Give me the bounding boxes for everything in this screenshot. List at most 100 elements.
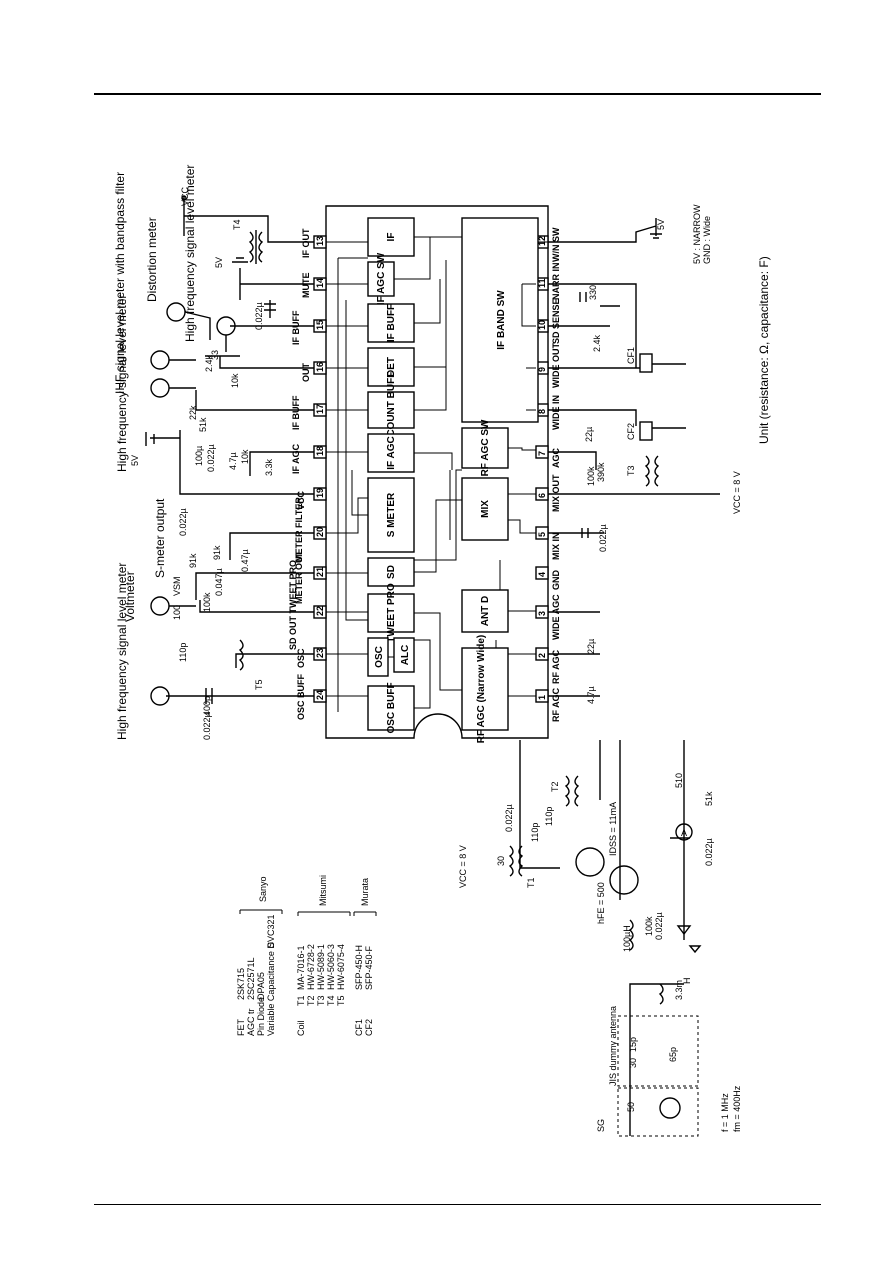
agc-line — [548, 451, 597, 470]
c-22u-agc-label: 22µ — [584, 427, 594, 442]
svg-text:OSC BUFF: OSC BUFF — [386, 682, 397, 733]
top-side-network: VCC T4 5V 0.022µ 2.4k 10k 33 22k 51k 5V … — [113, 165, 314, 740]
block-osc-buff: OSC BUFF — [367, 682, 415, 734]
parts-agc-tr-part: 2SC2571L — [246, 957, 256, 1000]
l-33m-symbol — [658, 983, 664, 1005]
c-47u-label: 4.7µ — [228, 452, 238, 470]
svg-text:20: 20 — [315, 527, 325, 537]
c-33-label: 33 — [210, 350, 220, 360]
r-100-label: 100 — [172, 605, 182, 620]
rf-front-end: T1 T2 hFE = 500 IDSS = 11mA VCC = 8 V 30… — [458, 740, 742, 1137]
svg-text:WIDE OUT: WIDE OUT — [551, 343, 561, 388]
ifagc-battery — [145, 432, 155, 446]
t4-label: T4 — [232, 219, 242, 230]
c-47u-rf-label: 4.7µ — [586, 686, 596, 704]
block-if-agc: IF AGC — [367, 433, 415, 473]
svg-text:S METER: S METER — [386, 492, 397, 537]
svg-text:VCC: VCC — [296, 490, 306, 510]
block-mix: MIX — [461, 477, 509, 541]
r-22k-label: 22k — [188, 405, 198, 420]
svg-text:IF AGC: IF AGC — [386, 436, 397, 470]
parts-pin-diode-label: Pin Diode — [256, 997, 266, 1036]
parts-coil-part-2: HW-6728-2 — [306, 944, 316, 990]
bottom-side-network: 5V 5V : NARROW GND : Wide 330 2.4k CF1 C… — [548, 204, 771, 704]
c-0022-mute-label: 0.022µ — [254, 302, 264, 330]
pin-diode-symbols — [676, 925, 702, 954]
v5-sw-label: 5V — [656, 219, 666, 230]
jis-dummy-label: JIS dummy antenna — [608, 1006, 618, 1086]
meter-hf-osc-symbol — [150, 686, 170, 706]
parts-coil-part-3: HW-5089-1 — [316, 944, 326, 990]
ic-internal-wiring — [326, 236, 548, 712]
fe-c-0022-label: 0.022µ — [504, 804, 514, 832]
t3-label: T3 — [626, 465, 636, 476]
parts-maker-murata: Murata — [360, 878, 370, 906]
c-047-label: 0.47µ — [240, 549, 250, 572]
wn-sw-line — [548, 218, 662, 243]
sanyo-bracket — [239, 909, 283, 914]
parts-list: FET 2SK715 AGC tr 2SC2571L Pin Diode DPA… — [236, 875, 377, 1036]
svg-text:MUTE: MUTE — [301, 273, 311, 299]
svg-text:12: 12 — [537, 236, 547, 246]
r-10k-b-label: 10k — [240, 449, 250, 464]
parts-varicap-label: Variable Capacitance D — [266, 942, 276, 1036]
caption-hf-meter-osc: High frequency signal level meter — [115, 563, 129, 740]
parts-fet-part: 2SK715 — [236, 968, 246, 1000]
block-ant-d: ANT D — [461, 589, 509, 633]
l-100uh-symbol — [628, 919, 634, 951]
r-51k-label: 51k — [198, 417, 208, 432]
parts-cf1-part: SFP-450-H — [354, 945, 364, 990]
fe-vcc-8v-label: VCC = 8 V — [458, 845, 468, 888]
block-rf-agc-sw: RF AGC SW — [461, 419, 509, 476]
cf2-symbol — [639, 421, 653, 441]
c-110p-label: 110p — [178, 643, 188, 662]
caption-hf-meter-ifbuff2: High frequency signal level meter — [183, 165, 197, 342]
r-10k-a-label: 10k — [230, 373, 240, 388]
hfe-label: hFE = 500 — [596, 882, 606, 924]
c-0047-label: 0.047µ — [214, 568, 224, 596]
t1-label: T1 — [526, 877, 536, 888]
signal-generator-symbol — [659, 1097, 681, 1119]
parts-coil-ref-2: T2 — [306, 995, 316, 1006]
footer-rule — [94, 1204, 821, 1205]
svg-text:IF AGC SW: IF AGC SW — [376, 252, 387, 305]
if-buff-line-2 — [195, 390, 314, 411]
osc-buff-cap — [205, 688, 213, 704]
out-line — [205, 355, 314, 369]
svg-text:OSC: OSC — [296, 648, 306, 668]
sd-out-line — [199, 600, 314, 613]
svg-text:1: 1 — [537, 695, 547, 700]
block-if-buff: IF BUFF — [367, 303, 415, 343]
meter-ihf-symbol — [150, 350, 170, 370]
block-osc: OSC — [367, 637, 389, 677]
c-osc-buff-label: 0.022µ — [202, 712, 212, 740]
svg-text:SD: SD — [386, 565, 397, 579]
cf2-label: CF2 — [626, 423, 636, 440]
svg-text:22: 22 — [315, 606, 325, 616]
r-100k-agc-label: 100k — [586, 466, 596, 486]
svg-text:NARR IN: NARR IN — [551, 263, 561, 301]
svg-text:2: 2 — [537, 653, 547, 658]
svg-text:IF BAND SW: IF BAND SW — [496, 290, 507, 350]
parts-coil-part-4: HW-5060-3 — [326, 944, 336, 990]
ammeter-glyph: A — [681, 828, 687, 838]
parts-varicap-part: SVC321 — [266, 914, 276, 948]
parts-coil-ref-4: T4 — [326, 995, 336, 1006]
t2-label: T2 — [550, 781, 560, 792]
svg-text:METER OUT: METER OUT — [294, 550, 304, 604]
if-agc-vcc-lines — [150, 430, 314, 495]
svg-text:GND: GND — [551, 570, 561, 591]
mute-battery — [232, 257, 248, 263]
c-390k-label: 390k — [596, 462, 606, 482]
svg-text:OUT: OUT — [301, 363, 311, 383]
r-33k-label: 3.3k — [264, 458, 274, 476]
t1-transformer — [508, 845, 524, 877]
svg-text:6: 6 — [537, 493, 547, 498]
